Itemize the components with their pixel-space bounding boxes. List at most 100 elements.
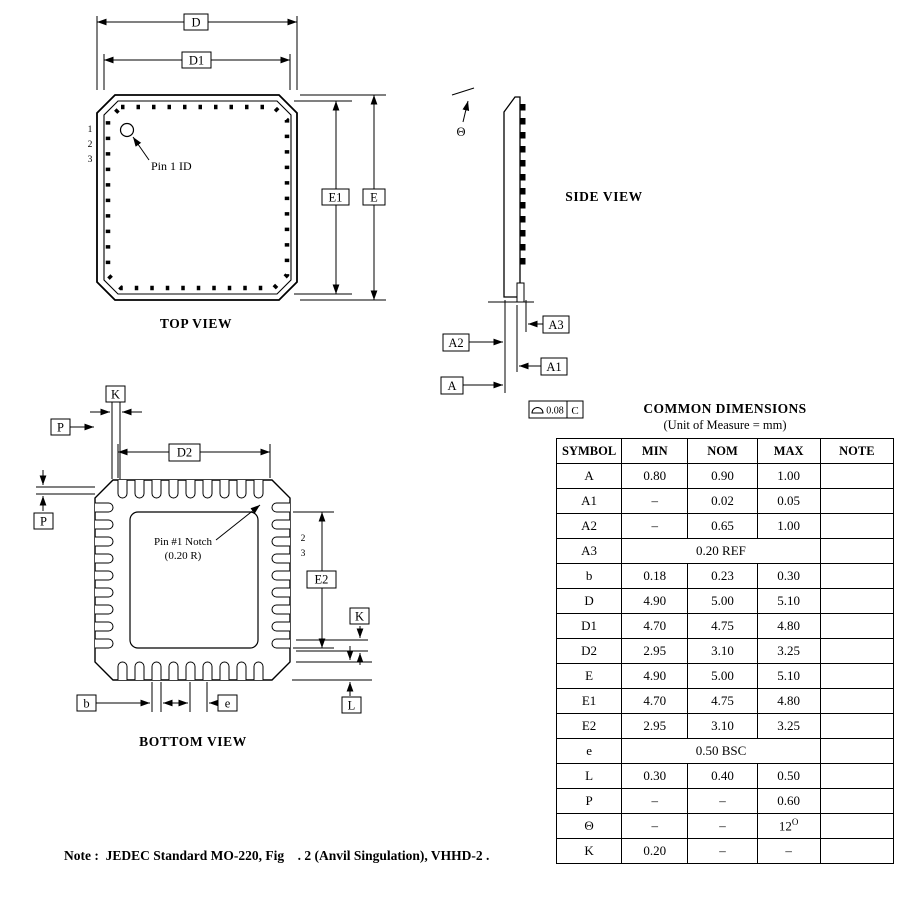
pin1-notch: Pin #1 Notch (0.20 R) [154,504,261,562]
cell-symbol: A1 [555,488,623,514]
cell-min: 4.70 [621,613,689,639]
dim-label-E: E [370,191,378,205]
dim-label-L: L [348,699,356,713]
cell-min: 0.20 [621,838,689,864]
pin-number-2: 2 [88,140,93,150]
dim-A3: A3 [528,315,570,334]
dim-label-A1: A1 [546,360,561,374]
cell-symbol: A3 [555,538,623,564]
cell-span-value: 0.50 BSC [621,738,821,764]
package-outline-outer [96,94,298,301]
dim-label-K-right: K [355,610,364,624]
cell-max: 3.25 [756,638,821,664]
table-row: D1 4.70 4.75 4.80 [555,613,895,639]
table-row: A 0.80 0.90 1.00 [555,463,895,489]
cell-note [819,663,895,689]
cell-nom: 3.10 [687,713,758,739]
table-row: D2 2.95 3.10 3.25 [555,638,895,664]
bottom-view-caption: BOTTOM VIEW [139,734,247,749]
exposed-pad [129,511,259,649]
cell-min: 0.18 [621,563,689,589]
cell-note [819,513,895,539]
dim-P-left: P [33,470,95,530]
table-row: K 0.20 – – [555,838,895,864]
cell-symbol: D [555,588,623,614]
cell-nom: – [687,838,758,864]
cell-symbol: L [555,763,623,789]
cell-nom: – [687,813,758,839]
cell-nom: 4.75 [687,613,758,639]
dim-A2: A2 [442,333,503,352]
cell-max: 0.60 [756,788,821,814]
top-view-caption: TOP VIEW [160,316,232,331]
cell-symbol: D2 [555,638,623,664]
table-row: L 0.30 0.40 0.50 [555,763,895,789]
cell-min: 2.95 [621,713,689,739]
cell-min: 4.70 [621,688,689,714]
cell-symbol: E2 [555,713,623,739]
cell-nom: 0.65 [687,513,758,539]
dimensions-table: SYMBOL MIN NOM MAX NOTE A 0.80 0.90 1.00… [555,438,895,864]
cell-note [819,738,895,764]
common-dimensions-panel: COMMON DIMENSIONS (Unit of Measure = mm)… [555,401,895,864]
table-row: b 0.18 0.23 0.30 [555,563,895,589]
pin-number-3: 3 [88,155,93,165]
cell-max: 0.30 [756,563,821,589]
col-header-nom: NOM [687,438,758,464]
dim-E: E [300,94,386,301]
pin-number-2: 2 [301,534,306,544]
dim-label-P-left: P [40,515,47,529]
dim-label-e: e [225,697,231,711]
dim-label-A3: A3 [548,318,563,332]
dim-D: D [96,13,298,90]
dim-label-A2: A2 [448,336,463,350]
pin1-notch-label: Pin #1 Notch [154,536,213,548]
cell-nom: 0.40 [687,763,758,789]
cell-note [819,638,895,664]
cell-max: 5.10 [756,663,821,689]
dim-label-b: b [83,697,89,711]
flatness-callout: 0.08 C [528,400,584,419]
dim-label-K-top: K [111,388,120,402]
dim-label-D: D [191,16,200,30]
cell-max: 1.00 [756,513,821,539]
cell-symbol: P [555,788,623,814]
cell-note [819,463,895,489]
table-title: COMMON DIMENSIONS [643,401,807,416]
table-row: A1 – 0.02 0.05 [555,488,895,514]
cell-symbol: E [555,663,623,689]
cell-min: 4.90 [621,588,689,614]
table-row: A2 – 0.65 1.00 [555,513,895,539]
cell-note [819,563,895,589]
col-header-max: MAX [756,438,821,464]
cell-min: 2.95 [621,638,689,664]
cell-min: – [621,513,689,539]
jedec-note: Note : JEDEC Standard MO-220, Fig . 2 (A… [64,848,490,863]
dim-K-top: K [90,385,142,479]
table-row: E2 2.95 3.10 3.25 [555,713,895,739]
cell-symbol: A2 [555,513,623,539]
cell-note [819,538,895,564]
cell-min: – [621,488,689,514]
dim-D1: D1 [103,51,291,90]
pin-number-3: 3 [301,549,306,559]
cell-note [819,588,895,614]
cell-span-value: 0.20 REF [621,538,821,564]
seating-plane-icon [531,407,544,414]
cell-symbol: D1 [555,613,623,639]
table-row: e 0.50 BSC [555,738,895,764]
flatness-value: 0.08 [546,406,564,417]
cell-min: 0.30 [621,763,689,789]
leads-right-edge [271,502,291,649]
cell-min: 0.80 [621,463,689,489]
cell-nom: 5.00 [687,663,758,689]
cell-nom: – [687,788,758,814]
leads-left-edge [94,502,114,649]
leads-bottom-edge [117,661,264,681]
cell-note [819,788,895,814]
table-row: P – – 0.60 [555,788,895,814]
table-header-row: SYMBOL MIN NOM MAX NOTE [555,438,895,464]
dim-label-P-top: P [57,421,64,435]
dim-E2: E2 [293,511,337,649]
cell-note [819,713,895,739]
